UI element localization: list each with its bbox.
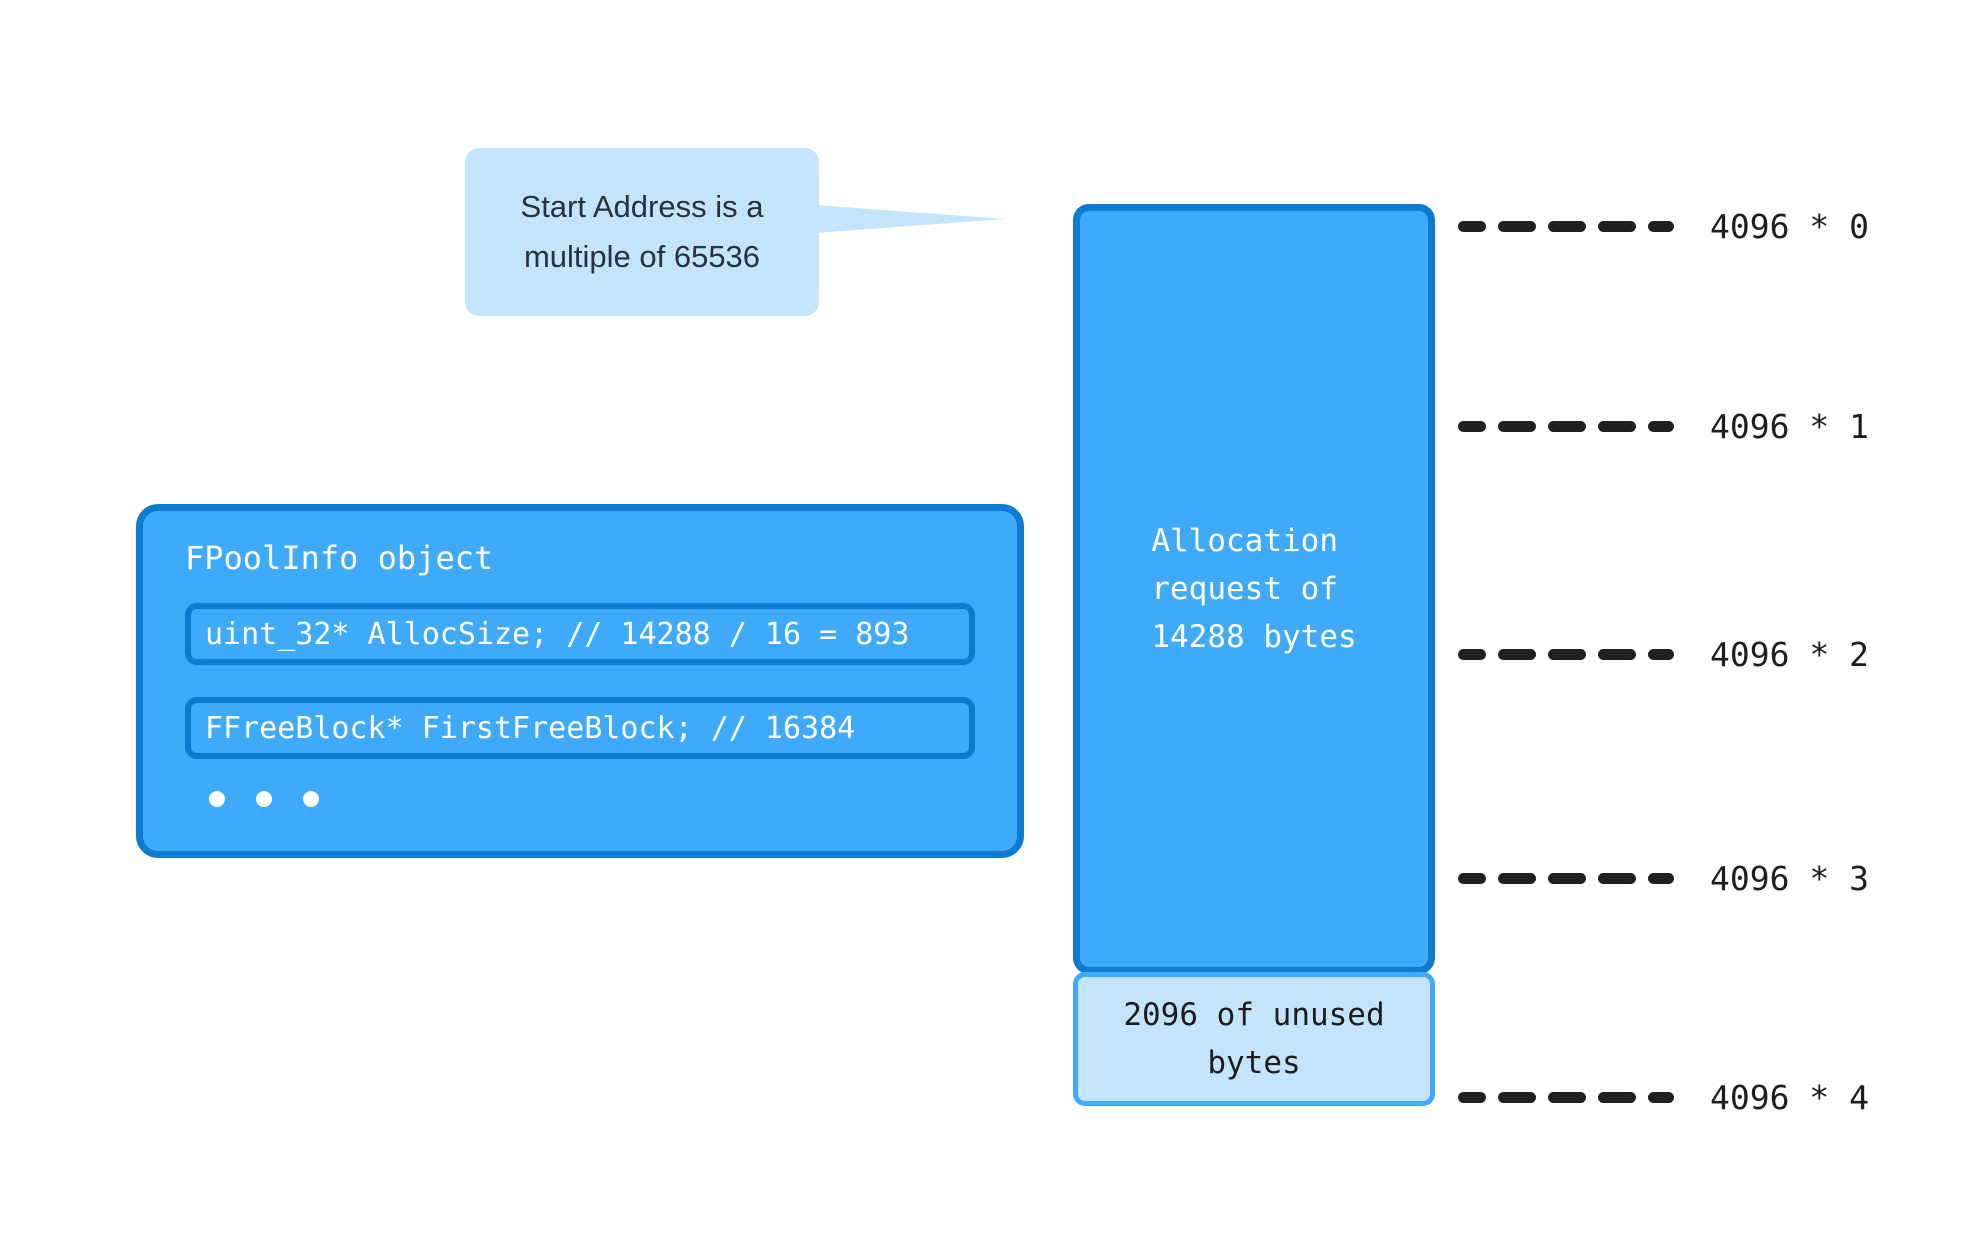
fpoolinfo-title: FPoolInfo object <box>185 539 494 577</box>
allocation-line-3: 14288 bytes <box>1151 619 1357 655</box>
dot-icon <box>209 791 225 807</box>
callout-line-2: multiple of 65536 <box>523 239 761 274</box>
ellipsis-dots <box>185 791 975 807</box>
callout-tail <box>815 205 1005 233</box>
field-text-allocsize: uint_32* AllocSize; // 14288 / 16 = 893 <box>205 616 910 652</box>
page-marker-label: 4096 * 4 <box>1710 1077 1869 1117</box>
page-marker: 4096 * 0 <box>1458 210 1869 243</box>
allocation-block: Allocation request of 14288 bytes <box>1073 204 1435 974</box>
page-marker: 4096 * 3 <box>1458 862 1869 895</box>
field-text-firstfreeblock: FFreeBlock* FirstFreeBlock; // 16384 <box>205 710 856 746</box>
page-marker-label: 4096 * 1 <box>1710 406 1869 446</box>
unused-label: 2096 of unused bytes <box>1123 991 1384 1087</box>
allocation-line-2: request of <box>1151 571 1338 607</box>
dashed-line-icon <box>1458 220 1674 232</box>
allocation-line-1: Allocation <box>1151 523 1338 559</box>
page-marker-label: 4096 * 3 <box>1710 858 1869 898</box>
fpoolinfo-panel: FPoolInfo object uint_32* AllocSize; // … <box>136 504 1024 858</box>
dashed-line-icon <box>1458 420 1674 432</box>
unused-line-2: bytes <box>1207 1045 1301 1081</box>
dot-icon <box>303 791 319 807</box>
dashed-line-icon <box>1458 872 1674 884</box>
page-marker-label: 4096 * 2 <box>1710 634 1869 674</box>
page-marker: 4096 * 1 <box>1458 410 1869 443</box>
start-address-callout: Start Address is a multiple of 65536 <box>465 148 819 316</box>
page-marker-label: 4096 * 0 <box>1710 206 1869 246</box>
dot-icon <box>256 791 272 807</box>
dashed-line-icon <box>1458 1091 1674 1103</box>
page-marker: 4096 * 2 <box>1458 638 1869 671</box>
field-row-allocsize: uint_32* AllocSize; // 14288 / 16 = 893 <box>185 603 975 665</box>
dashed-line-icon <box>1458 648 1674 660</box>
allocation-label: Allocation request of 14288 bytes <box>1151 517 1356 661</box>
page-marker: 4096 * 4 <box>1458 1081 1869 1114</box>
unused-bytes-block: 2096 of unused bytes <box>1073 972 1435 1106</box>
field-row-firstfreeblock: FFreeBlock* FirstFreeBlock; // 16384 <box>185 697 975 759</box>
unused-line-1: 2096 of unused <box>1123 997 1385 1033</box>
callout-line-1: Start Address is a <box>520 189 764 224</box>
